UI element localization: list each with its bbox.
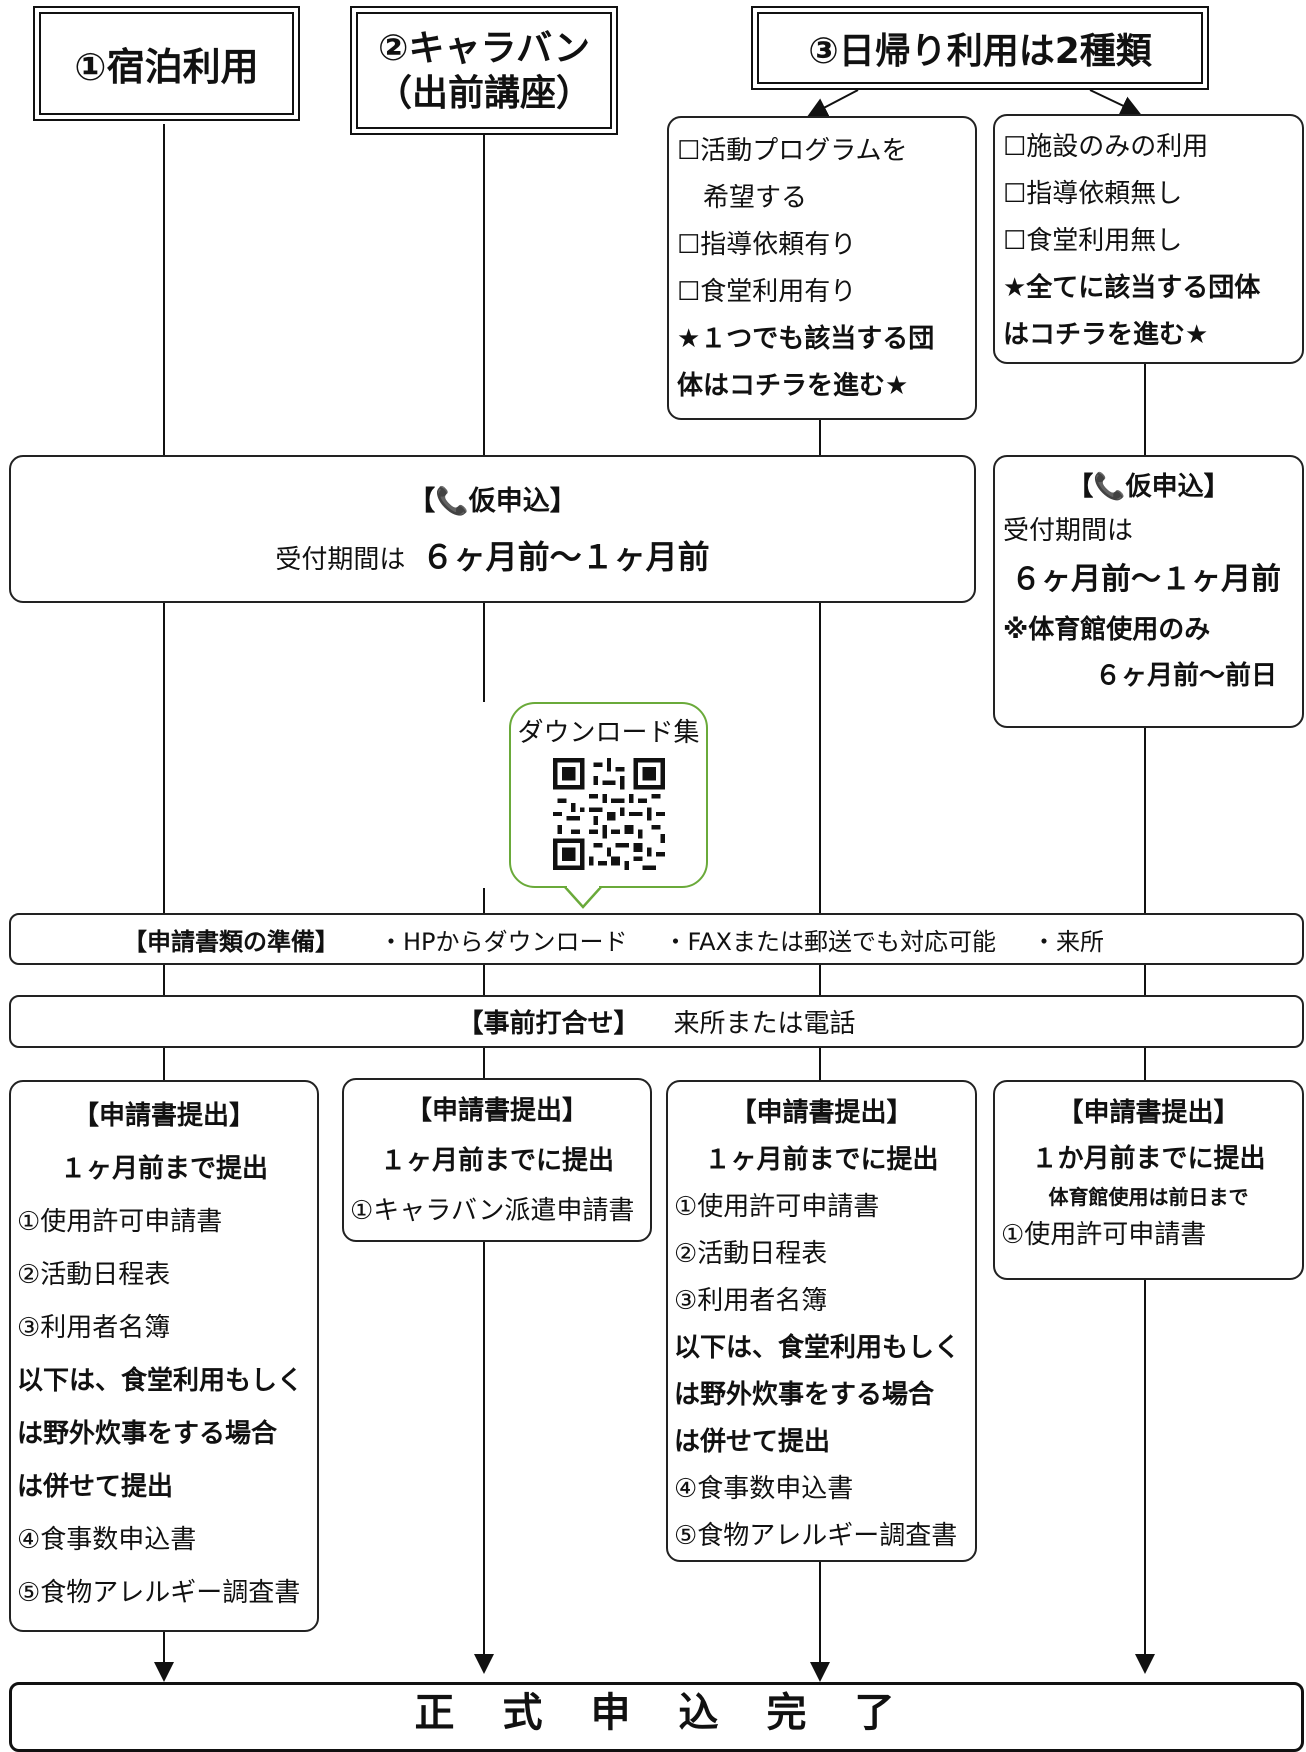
submit-stay-extra-doc: ④食事数申込書	[17, 1525, 197, 1555]
final-application-complete: 正 式 申 込 完 了	[9, 1682, 1304, 1752]
header-stay: ①宿泊利用	[33, 6, 300, 121]
submit-day-a-note: 以下は、食堂利用もしく	[674, 1333, 961, 1363]
provisional-main-period-prefix: 受付期間は	[275, 545, 406, 575]
submit-day-a-title: 【申請書提出】	[730, 1098, 913, 1128]
prep-item: ・FAXまたは郵送でも対応可能	[663, 927, 996, 956]
download-label: ダウンロード集	[517, 718, 700, 748]
submit-caravan-title: 【申請書提出】	[405, 1096, 588, 1126]
prep-title: 【申請書類の準備】	[123, 927, 339, 956]
prep-item: ・来所	[1032, 927, 1104, 956]
provisional-side-note1: ※体育館使用のみ	[1003, 615, 1211, 645]
prep-bar: 【申請書類の準備】 ・HPからダウンロード ・FAXまたは郵送でも対応可能 ・来…	[9, 913, 1304, 965]
header-caravan-line2: （出前講座）	[375, 72, 592, 114]
download-callout-pointer	[564, 885, 602, 909]
option-b-note: ★全てに該当する団体	[1003, 273, 1261, 303]
header-caravan-line1: ②キャラバン	[378, 27, 590, 69]
submit-stay-doc: ②活動日程表	[17, 1260, 171, 1290]
option-a-note: 体はコチラを進む★	[677, 371, 909, 401]
submit-caravan-box: 【申請書提出】 １ヶ月前までに提出 ①キャラバン派遣申請書	[342, 1078, 652, 1242]
header-stay-label: ①宿泊利用	[74, 45, 259, 89]
option-a-line: ☐活動プログラムを	[677, 136, 908, 166]
dayuse-option-b-box: ☐施設のみの利用 ☐指導依頼無し ☐食堂利用無し ★全てに該当する団体 はコチラ…	[993, 114, 1304, 364]
meeting-title: 【事前打合せ】	[457, 1009, 640, 1039]
dayuse-option-a-box: ☐活動プログラムを 希望する ☐指導依頼有り ☐食堂利用有り ★１つでも該当する…	[667, 116, 977, 420]
option-b-line: ☐施設のみの利用	[1003, 132, 1209, 162]
submit-day-a-box: 【申請書提出】 １ヶ月前までに提出 ①使用許可申請書 ②活動日程表 ③利用者名簿…	[666, 1080, 977, 1562]
header-dayuse-label: ③日帰り利用は2種類	[808, 31, 1152, 72]
option-b-line: ☐食堂利用無し	[1003, 226, 1183, 256]
submit-day-b-title: 【申請書提出】	[1057, 1098, 1240, 1128]
submit-stay-note: は併せて提出	[17, 1472, 174, 1502]
option-a-line: ☐指導依頼有り	[677, 230, 857, 260]
provisional-side-title: 【📞仮申込】	[1067, 472, 1230, 502]
qr-code-icon[interactable]	[552, 758, 665, 870]
provisional-application-side: 【📞仮申込】 受付期間は ６ヶ月前～１ヶ月前 ※体育館使用のみ ６ヶ月前～前日	[993, 455, 1304, 728]
header-caravan: ②キャラバン （出前講座）	[350, 6, 618, 135]
option-a-note: ★１つでも該当する団	[677, 324, 935, 354]
meeting-text: 来所または電話	[673, 1009, 856, 1039]
submit-stay-doc: ①使用許可申請書	[17, 1207, 223, 1237]
provisional-side-period-value: ６ヶ月前～１ヶ月前	[1011, 562, 1281, 597]
submit-stay-extra-doc: ⑤食物アレルギー調査書	[17, 1578, 301, 1608]
option-a-line: ☐食堂利用有り	[677, 277, 857, 307]
header-dayuse: ③日帰り利用は2種類	[751, 6, 1209, 90]
submit-stay-note: は野外炊事をする場合	[17, 1419, 278, 1449]
submit-caravan-deadline: １ヶ月前までに提出	[379, 1146, 614, 1176]
submit-day-b-deadline: １か月前までに提出	[1031, 1144, 1266, 1174]
provisional-main-period-value: ６ヶ月前～１ヶ月前	[421, 538, 710, 576]
download-callout[interactable]: ダウンロード集	[509, 702, 708, 888]
provisional-main-title: 【📞仮申込】	[408, 486, 577, 517]
meeting-bar: 【事前打合せ】 来所または電話	[9, 995, 1304, 1048]
submit-day-a-note: は併せて提出	[674, 1427, 831, 1457]
submit-day-b-box: 【申請書提出】 １か月前までに提出 体育館使用は前日まで ①使用許可申請書	[993, 1080, 1304, 1280]
submit-stay-box: 【申請書提出】 １ヶ月前まで提出 ①使用許可申請書 ②活動日程表 ③利用者名簿 …	[9, 1080, 319, 1632]
submit-day-a-doc: ①使用許可申請書	[674, 1192, 880, 1222]
submit-day-a-doc: ②活動日程表	[674, 1239, 828, 1269]
submit-stay-doc: ③利用者名簿	[17, 1313, 171, 1343]
provisional-application-main: 【📞仮申込】 受付期間は ６ヶ月前～１ヶ月前	[9, 455, 976, 603]
submit-day-a-extra-doc: ④食事数申込書	[674, 1474, 854, 1504]
provisional-main-period: 受付期間は ６ヶ月前～１ヶ月前	[11, 532, 974, 578]
submit-day-a-extra-doc: ⑤食物アレルギー調査書	[674, 1521, 958, 1551]
submit-caravan-doc: ①キャラバン派遣申請書	[350, 1196, 635, 1226]
final-label: 正 式 申 込 完 了	[414, 1690, 899, 1736]
submit-day-a-note: は野外炊事をする場合	[674, 1380, 935, 1410]
submit-day-b-subnote: 体育館使用は前日まで	[1048, 1185, 1249, 1209]
option-a-line: 希望する	[677, 183, 808, 213]
submit-stay-note: 以下は、食堂利用もしく	[17, 1366, 304, 1396]
provisional-side-note2: ６ヶ月前～前日	[1095, 661, 1278, 691]
option-b-line: ☐指導依頼無し	[1003, 179, 1183, 209]
submit-stay-title: 【申請書提出】	[72, 1101, 255, 1131]
prep-item: ・HPからダウンロード	[379, 927, 628, 956]
provisional-side-period-prefix: 受付期間は	[1003, 516, 1134, 546]
submit-day-b-doc: ①使用許可申請書	[1001, 1220, 1207, 1250]
option-b-note: はコチラを進む★	[1003, 320, 1209, 350]
submit-day-a-deadline: １ヶ月前までに提出	[704, 1145, 939, 1175]
submit-day-a-doc: ③利用者名簿	[674, 1286, 828, 1316]
submit-stay-deadline: １ヶ月前まで提出	[59, 1154, 268, 1184]
